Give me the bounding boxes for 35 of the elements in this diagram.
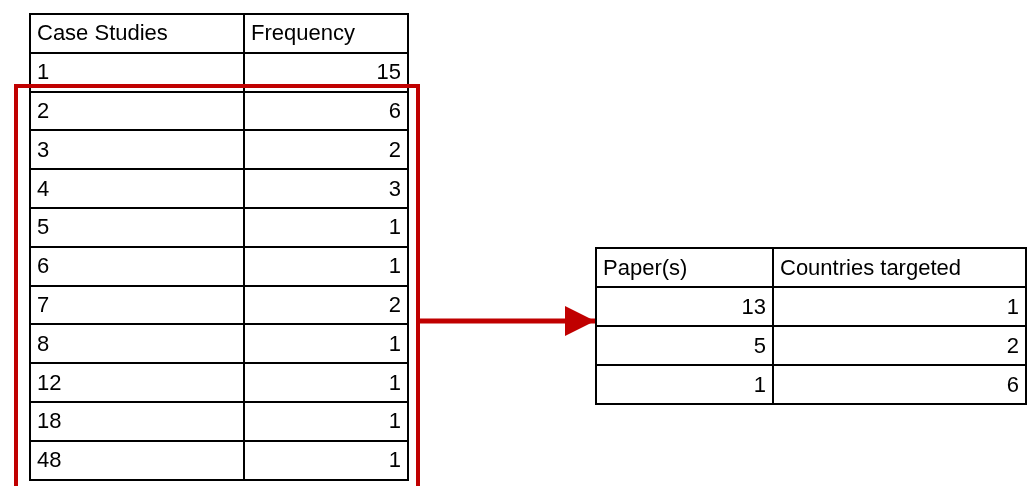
data-table <box>595 247 1027 405</box>
table-value: 4 <box>37 175 50 201</box>
table-value: 5 <box>753 332 766 358</box>
column-header: Case Studies <box>37 20 168 46</box>
table-value: 6 <box>1006 371 1019 397</box>
table-value: 15 <box>376 59 401 85</box>
table-value: 1 <box>388 330 401 356</box>
table-value: 1 <box>753 371 766 397</box>
table-value: 1 <box>388 447 401 473</box>
table-value: 1 <box>388 369 401 395</box>
table-value: 1 <box>1006 293 1019 319</box>
table-value: 1 <box>388 253 401 279</box>
highlight-frame <box>14 84 420 486</box>
table-value: 3 <box>37 136 50 162</box>
table-value: 1 <box>388 214 401 240</box>
table-value: 2 <box>37 98 50 123</box>
table-value: 3 <box>388 175 401 201</box>
column-header: Countries targeted <box>780 254 961 280</box>
table-value: 5 <box>37 214 50 240</box>
table-value: 2 <box>388 291 401 317</box>
table-value: 1 <box>37 59 50 85</box>
table-value: 1 <box>388 408 401 434</box>
arrow <box>420 306 595 336</box>
table-value: 7 <box>37 291 50 317</box>
column-header: Frequency <box>251 20 355 46</box>
table-value: 2 <box>388 136 401 162</box>
table-value: 13 <box>741 293 766 319</box>
table-value: 18 <box>37 408 62 434</box>
table-value: 6 <box>37 253 50 279</box>
table-value: 8 <box>37 330 50 356</box>
table-value: 12 <box>37 369 62 395</box>
column-header: Paper(s) <box>603 254 688 280</box>
table-value: 2 <box>1006 332 1019 358</box>
table-value: 48 <box>37 447 62 473</box>
table-value: 6 <box>388 98 401 123</box>
